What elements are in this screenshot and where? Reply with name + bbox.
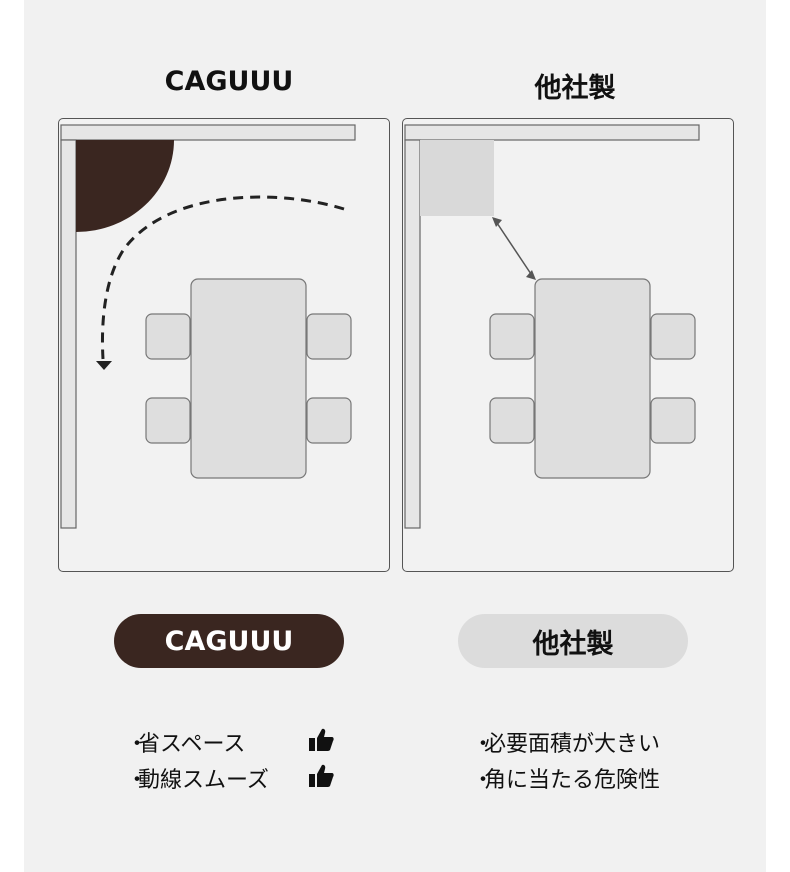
- feature-text: 省スペース: [138, 732, 246, 757]
- bullet: ・: [472, 768, 495, 793]
- chair: [306, 313, 352, 360]
- table: [534, 278, 651, 479]
- list-item: ・ 必要面積が大きい: [472, 724, 660, 760]
- bullet: ・: [126, 768, 149, 793]
- chair: [489, 397, 535, 444]
- top-wall: [60, 124, 356, 141]
- door-swing-icon: [76, 140, 174, 232]
- right-feature-list: ・ 必要面積が大きい ・ 角に当たる危険性: [472, 724, 660, 796]
- double-arrow-icon: [526, 270, 536, 280]
- left-feature-list: ・ 省スペース ・ 動線スムーズ: [126, 724, 269, 796]
- left-wall: [404, 139, 421, 529]
- feature-text: 動線スムーズ: [138, 768, 269, 793]
- thumbs-up-icon: [309, 764, 334, 787]
- chair: [306, 397, 352, 444]
- left-wall: [60, 139, 77, 529]
- left-title: CAGUUU: [164, 66, 294, 97]
- chair: [145, 397, 191, 444]
- double-arrow-icon: [492, 217, 502, 227]
- bullet: ・: [126, 732, 149, 757]
- list-item: ・ 動線スムーズ: [126, 760, 269, 796]
- right-title: 他社製: [534, 73, 616, 104]
- door-area-icon: [420, 140, 494, 216]
- arrow-head: [96, 361, 112, 370]
- right-badge: 他社製: [458, 614, 688, 668]
- chair: [650, 397, 696, 444]
- chair: [489, 313, 535, 360]
- table: [190, 278, 307, 479]
- right-floorplan: [402, 118, 734, 572]
- thumbs-up-icon: [309, 728, 334, 751]
- chair: [145, 313, 191, 360]
- top-wall: [404, 124, 700, 141]
- left-badge: CAGUUU: [114, 614, 344, 668]
- feature-text: 角に当たる危険性: [484, 768, 661, 793]
- feature-text: 必要面積が大きい: [484, 732, 661, 757]
- bullet: ・: [472, 732, 495, 757]
- chair: [650, 313, 696, 360]
- left-floorplan: [58, 118, 390, 572]
- list-item: ・ 角に当たる危険性: [472, 760, 660, 796]
- list-item: ・ 省スペース: [126, 724, 269, 760]
- dashed-curved-arrow-icon: [100, 195, 345, 360]
